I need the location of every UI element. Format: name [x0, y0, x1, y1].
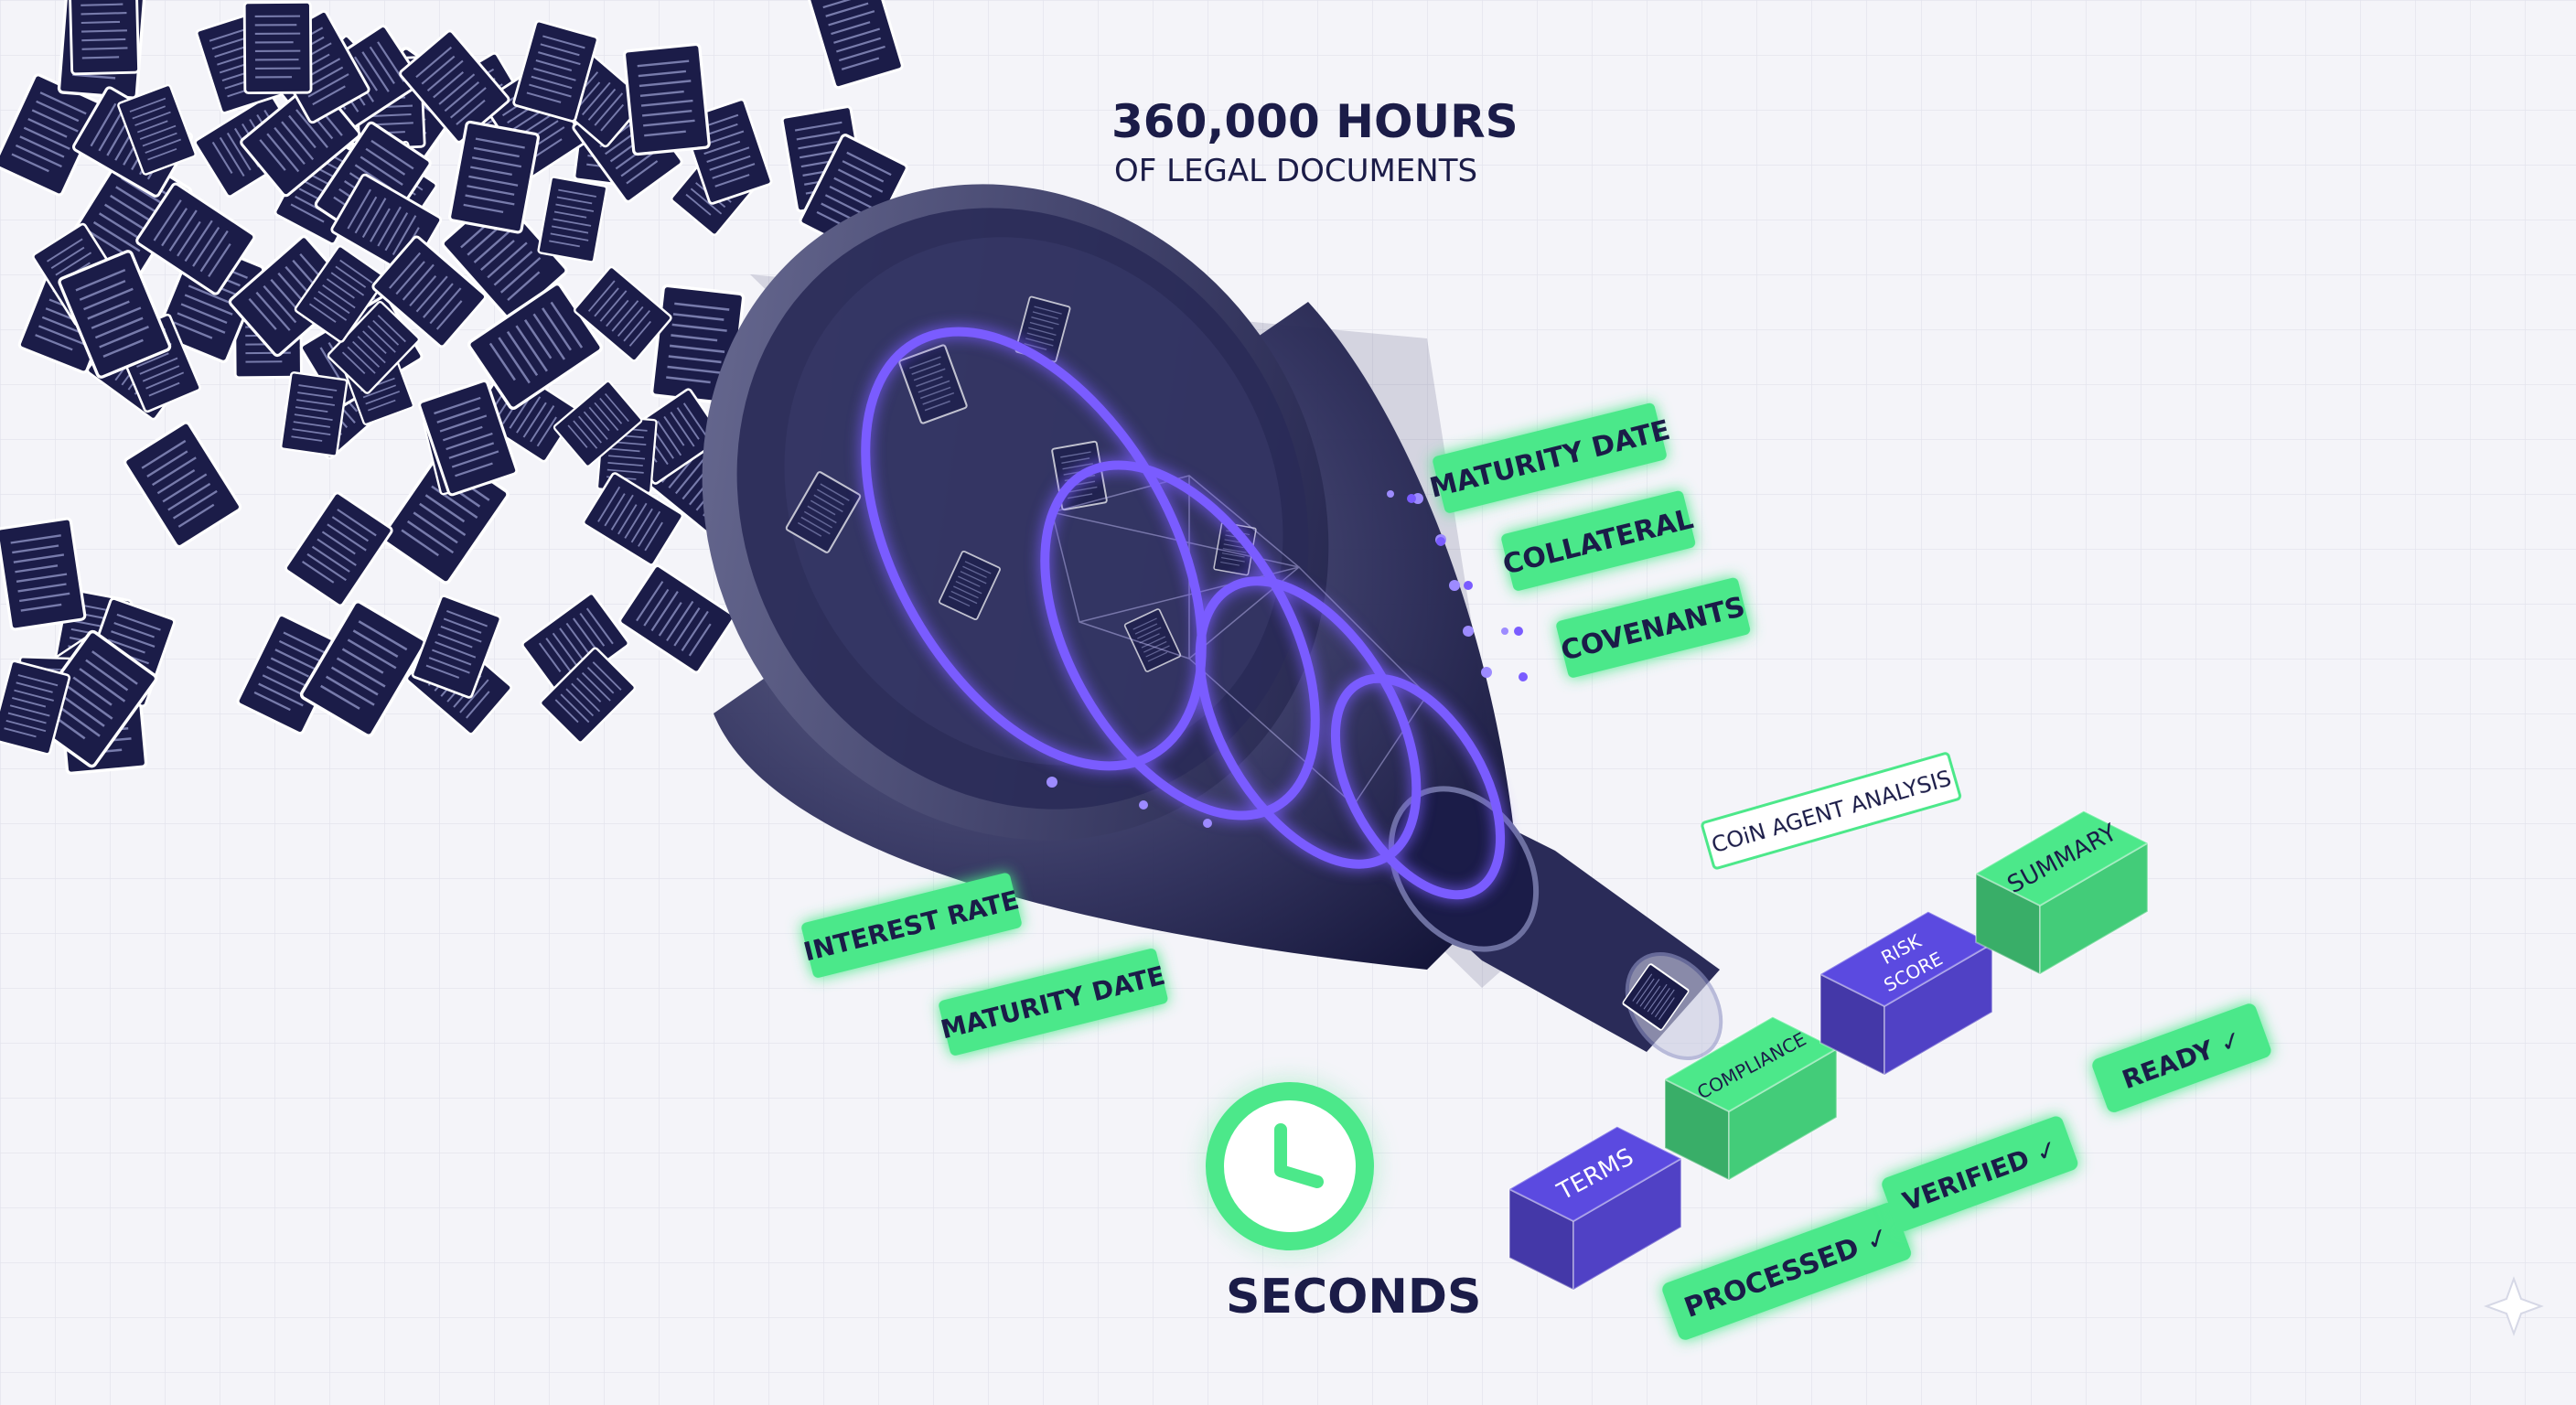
- headline-line2: OF LEGAL DOCUMENTS: [1114, 153, 1477, 189]
- funnel: [702, 184, 1723, 1060]
- timer: SECONDS: [1206, 1082, 1481, 1325]
- clock-icon: [1206, 1082, 1374, 1250]
- pipeline-block-compliance: COMPLIANCE: [1662, 1015, 1839, 1182]
- headline-line1: 360,000 HOURS: [1111, 95, 1519, 148]
- pipeline-block-summary: SUMMARY: [1973, 810, 2150, 976]
- timer-label: SECONDS: [1226, 1270, 1481, 1325]
- pipeline-block-terms: TERMS: [1507, 1125, 1683, 1292]
- sparkle-icon: [2484, 1276, 2544, 1336]
